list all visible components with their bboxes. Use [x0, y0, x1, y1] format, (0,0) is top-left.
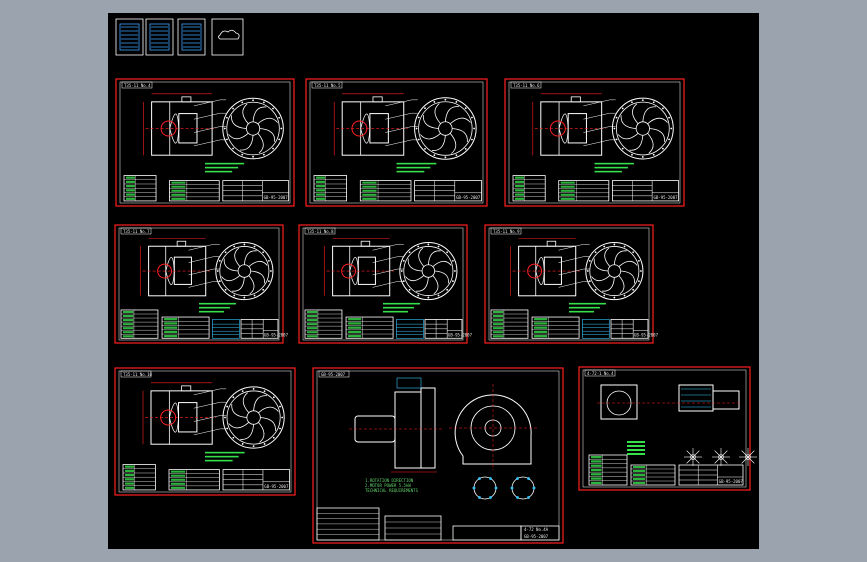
sheet-title-code: T35-11 No.9 [493, 229, 520, 234]
axial-fan-sheet-3[interactable]: T35-11 No.6GB-95-2007 [504, 78, 685, 207]
sheet-code: GB-95-2007 [634, 332, 659, 337]
thumbnail-sheets [115, 18, 244, 56]
axial-fan-sheet-8[interactable]: 4-72-1 No.4GB-95-2007 [578, 366, 757, 491]
sheet-title-code: T35-11 No.7 [123, 229, 150, 234]
sheet-code: GB-95-2007 [456, 195, 481, 200]
sheet-title-code: T35-11 No.5 [314, 83, 341, 88]
axial-fan-sheet-2[interactable]: T35-11 No.5GB-95-2007 [305, 78, 488, 207]
sheet-title-code: T35-11 No.8 [307, 229, 334, 234]
tech-note: TECHNICAL REQUIREMENTS [365, 488, 419, 493]
centrifugal-sheet-sub: 4-72 No.4A [524, 527, 549, 532]
sheet-code: GB-95-2007 [264, 484, 289, 489]
sheet-code: GB-95-2007 [448, 332, 473, 337]
sheet-title-code: 4-72-1 No.4 [587, 371, 614, 376]
sheet-code: GB-95-2007 [719, 479, 744, 484]
tech-note: 2.MOTOR POWER 5.5kW [365, 483, 411, 488]
thumbnail-3 [177, 18, 206, 56]
thumbnail-4 [211, 18, 244, 56]
centrifugal-title-code: GB-95-2007 [321, 372, 346, 377]
axial-fan-sheet-6[interactable]: T35-11 No.9GB-95-2007 [484, 224, 659, 344]
sheet-title-code: T35-11 No.10 [123, 372, 152, 377]
sheet-code: GB-95-2007 [264, 332, 289, 337]
sheet-title-code: T35-11 No.4 [124, 83, 151, 88]
axial-fan-sheet-5[interactable]: T35-11 No.8GB-95-2007 [298, 224, 473, 344]
tech-note: 1.ROTATION DIRECTION [365, 478, 414, 483]
axial-fan-sheet-1[interactable]: T35-11 No.4GB-95-2007 [115, 78, 295, 207]
axial-fan-sheet-4[interactable]: T35-11 No.7GB-95-2007 [114, 224, 289, 344]
centrifugal-sheet-code: GB-95-2007 [524, 534, 549, 539]
thumbnail-1 [115, 18, 144, 56]
sheet-title-code: T35-11 No.6 [513, 83, 540, 88]
sheet-code: GB-95-2007 [653, 195, 678, 200]
sheet-code: GB-95-2007 [264, 195, 289, 200]
thumbnail-2 [145, 18, 174, 56]
